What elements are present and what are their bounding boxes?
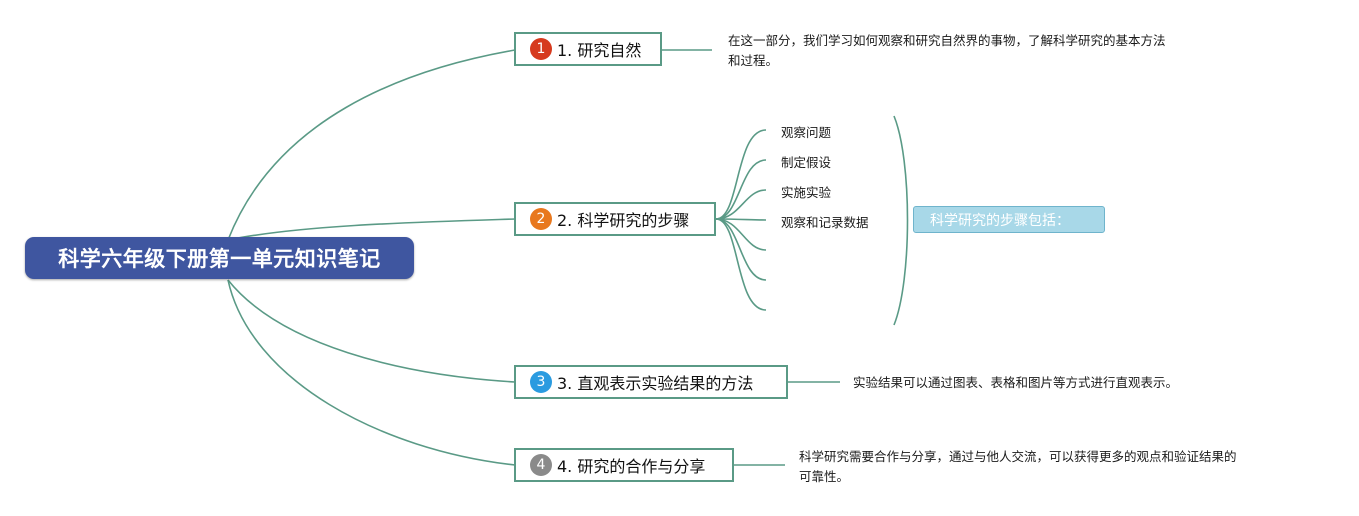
branch-1-label: 1. 研究自然: [557, 41, 642, 60]
number-3-icon: 3: [530, 371, 552, 393]
branch-4-description-line-1: 科学研究需要合作与分享，通过与他人交流，可以获得更多的观点和验证结果的: [799, 449, 1237, 464]
branch-3-description: 实验结果可以通过图表、表格和图片等方式进行直观表示。: [853, 373, 1273, 393]
number-2-icon: 2: [530, 208, 552, 230]
connector-root-branch-4: [227, 279, 516, 466]
connector-step-2: [715, 159, 767, 220]
steps-summary-callout[interactable]: 科学研究的步骤包括：: [913, 206, 1105, 233]
branch-1-description-line-2: 和过程。: [728, 53, 779, 68]
summary-bracket: [893, 115, 909, 326]
connector-step-6: [715, 218, 767, 281]
branch-4-label: 4. 研究的合作与分享: [557, 457, 706, 476]
branch-4-collaboration[interactable]: 4 4. 研究的合作与分享: [514, 448, 734, 482]
step-item-2[interactable]: 制定假设: [781, 155, 832, 170]
branch-2-research-steps[interactable]: 2 2. 科学研究的步骤: [514, 202, 716, 236]
connector-root-branch-1: [227, 49, 516, 241]
connector-step-7: [715, 218, 767, 311]
step-item-1[interactable]: 观察问题: [781, 125, 832, 140]
connector-step-3: [715, 189, 767, 220]
branch-3-label: 3. 直观表示实验结果的方法: [557, 374, 754, 393]
number-4-icon: 4: [530, 454, 552, 476]
step-item-3[interactable]: 实施实验: [781, 185, 832, 200]
branch-4-description-line-2: 可靠性。: [799, 469, 850, 484]
number-1-icon: 1: [530, 38, 552, 60]
step-item-4[interactable]: 观察和记录数据: [781, 215, 869, 230]
branch-3-visual-methods[interactable]: 3 3. 直观表示实验结果的方法: [514, 365, 788, 399]
branch-1-description: 在这一部分，我们学习如何观察和研究自然界的事物，了解科学研究的基本方法 和过程。: [728, 31, 1228, 71]
connector-root-branch-2: [227, 218, 516, 241]
connector-root-branch-3: [227, 279, 516, 383]
connector-step-1: [715, 129, 767, 220]
branch-1-description-line-1: 在这一部分，我们学习如何观察和研究自然界的事物，了解科学研究的基本方法: [728, 33, 1166, 48]
branch-2-label: 2. 科学研究的步骤: [557, 211, 690, 230]
branch-4-description: 科学研究需要合作与分享，通过与他人交流，可以获得更多的观点和验证结果的 可靠性。: [799, 447, 1319, 487]
branch-3-description-line-1: 实验结果可以通过图表、表格和图片等方式进行直观表示。: [853, 375, 1179, 390]
root-topic[interactable]: 科学六年级下册第一单元知识笔记: [25, 237, 414, 279]
branch-1-research-nature[interactable]: 1 1. 研究自然: [514, 32, 662, 66]
